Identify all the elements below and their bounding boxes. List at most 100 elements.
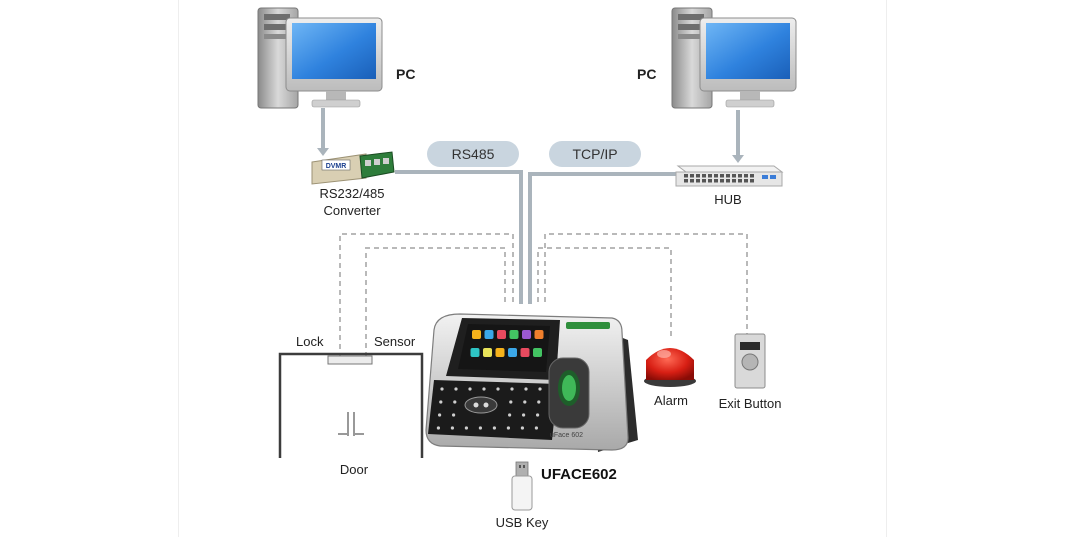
hub-port — [714, 174, 718, 178]
keypad-key — [454, 387, 458, 391]
door-icon — [278, 352, 424, 458]
dashed-wires — [339, 233, 748, 358]
keypad-key — [438, 413, 442, 417]
converter-label-line2: Converter — [323, 203, 381, 218]
screen-app-tile — [509, 330, 519, 339]
keypad-key — [440, 387, 444, 391]
hub-port — [696, 179, 700, 183]
hub-port — [714, 179, 718, 183]
door-label: Door — [339, 462, 369, 477]
link-tcpip: TCP/IP — [549, 141, 641, 167]
keypad-key — [534, 426, 539, 430]
left-border-line — [178, 0, 179, 537]
hub-port — [726, 174, 730, 178]
lock-label: Lock — [296, 334, 324, 349]
screen-app-tile — [472, 330, 481, 339]
hub-port — [708, 179, 712, 183]
wire-lock — [339, 233, 514, 358]
hub-port — [744, 179, 748, 183]
keypad-key — [509, 400, 513, 404]
wire-exit-button — [544, 233, 748, 334]
usb-key-label: USB Key — [495, 515, 549, 530]
keypad-key — [536, 413, 540, 417]
hub-port — [738, 179, 742, 183]
screen-app-tile — [483, 348, 492, 357]
keypad-key — [508, 413, 512, 417]
keypad-key — [520, 426, 525, 430]
keypad-key — [436, 426, 440, 430]
hub-port — [732, 179, 736, 183]
screen-app-tile — [495, 348, 505, 357]
wire-converter-to-device — [395, 170, 523, 304]
keypad-key — [510, 387, 514, 391]
pc-icon — [671, 7, 797, 109]
hub-label: HUB — [714, 192, 742, 207]
hub-port-led — [770, 175, 776, 179]
keypad-key — [450, 426, 454, 430]
wire-sensor — [365, 247, 506, 358]
hub-port — [684, 174, 688, 178]
screen-app-tile — [533, 348, 542, 357]
hub-icon — [675, 165, 784, 187]
link-rs485: RS485 — [427, 141, 519, 167]
keypad-key — [478, 426, 482, 430]
converter-brand-text: DVMR — [326, 163, 347, 170]
hub-port — [744, 174, 748, 178]
uface-device-icon: uFace 602 — [425, 313, 638, 452]
device-label: UFACE602 — [541, 466, 617, 483]
keypad-key — [492, 426, 496, 430]
keypad-key — [482, 387, 486, 391]
screen-app-tile — [522, 330, 531, 339]
screen-app-tile — [497, 330, 506, 339]
keypad-key — [524, 387, 528, 391]
pc-left-label: PC — [396, 66, 416, 82]
hub-port — [684, 179, 688, 183]
alarm-label: Alarm — [654, 393, 688, 408]
keypad-key — [439, 400, 443, 404]
arrow-converter — [317, 148, 329, 156]
arrow-hub — [732, 155, 744, 163]
screen-app-tile — [470, 348, 480, 357]
sensor-label: Sensor — [374, 334, 416, 349]
keypad-key — [506, 426, 510, 430]
hub-port — [720, 174, 724, 178]
hub-port — [738, 174, 742, 178]
pc-icon — [257, 7, 383, 109]
keypad-key — [496, 387, 500, 391]
alarm-icon — [644, 348, 696, 387]
converter-icon: DVMR — [311, 151, 395, 185]
solid-wires — [321, 108, 740, 304]
hub-port — [720, 179, 724, 183]
keypad-key — [453, 400, 457, 404]
keypad-key — [522, 413, 526, 417]
keypad-key — [538, 387, 542, 391]
right-border-line — [886, 0, 887, 537]
hub-port — [696, 174, 700, 178]
keypad-key — [468, 387, 472, 391]
hub-port — [750, 174, 754, 178]
usb-key-icon — [511, 461, 533, 511]
screen-app-tile — [520, 348, 530, 357]
hub-port — [690, 174, 694, 178]
keypad-key — [452, 413, 456, 417]
hub-port — [726, 179, 730, 183]
exit-button-icon — [734, 333, 766, 389]
hub-port — [708, 174, 712, 178]
keypad-key — [464, 426, 468, 430]
exit-button-label: Exit Button — [718, 396, 782, 411]
hub-port-led — [762, 175, 768, 179]
hub-port — [702, 179, 706, 183]
wire-hub-to-device — [528, 172, 676, 304]
screen-app-tile — [508, 348, 517, 357]
device-model-text: uFace 602 — [550, 432, 583, 439]
keypad-key — [523, 400, 527, 404]
hub-port — [702, 174, 706, 178]
hub-port — [732, 174, 736, 178]
pc-right-label: PC — [637, 66, 657, 82]
screen-app-tile — [534, 330, 544, 339]
keypad-key — [537, 400, 541, 404]
wire-alarm — [537, 247, 672, 340]
screen-app-tile — [484, 330, 494, 339]
converter-label-line1: RS232/485 — [319, 186, 385, 201]
